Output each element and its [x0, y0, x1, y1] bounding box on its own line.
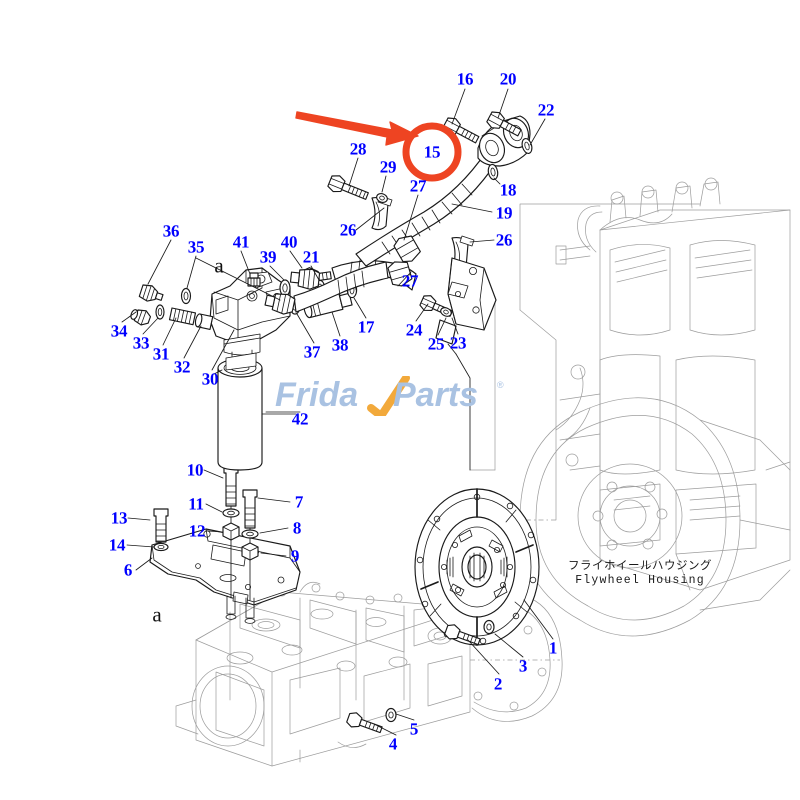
callout-number-31: 31 [152, 344, 170, 364]
highlight-arrow [295, 111, 419, 146]
clutch-disc-assembly [414, 488, 540, 646]
callout-number-20: 20 [499, 69, 517, 89]
transmission-bolt-washer [346, 707, 397, 734]
hose-assembly [264, 151, 499, 315]
callout-number-19: 19 [495, 203, 513, 223]
callout-number-21: 21 [302, 247, 320, 267]
callout-number-34: 34 [110, 321, 128, 341]
callout-number-9: 9 [290, 546, 300, 566]
callout-number-41: 41 [232, 232, 250, 252]
mounting-bracket [149, 528, 301, 606]
callout-number-12: 12 [188, 521, 206, 541]
callout-number-39: 39 [259, 247, 277, 267]
support-bracket-23 [419, 257, 497, 355]
callout-number-13: 13 [110, 508, 128, 528]
callout-number-25: 25 [427, 334, 445, 354]
caption-japanese: フライホイールハウジング [568, 560, 712, 573]
callout-number-11: 11 [188, 494, 204, 514]
reference-mark-a-lower: a [152, 602, 162, 627]
leader-lines [121, 88, 554, 736]
callout-number-2: 2 [493, 674, 503, 694]
callout-number-3: 3 [518, 656, 528, 676]
callout-number-14: 14 [108, 535, 126, 555]
callout-number-16: 16 [456, 69, 474, 89]
callout-number-27: 27 [401, 271, 419, 291]
callout-number-24: 24 [405, 320, 423, 340]
caption-english: Flywheel Housing [575, 574, 705, 587]
callout-number-26: 26 [339, 220, 357, 240]
callout-number-5: 5 [409, 719, 419, 739]
callout-number-29: 29 [379, 157, 397, 177]
callout-number-10: 10 [186, 460, 204, 480]
callout-number-33: 33 [132, 333, 150, 353]
callout-number-36: 36 [162, 221, 180, 241]
callout-number-7: 7 [294, 492, 304, 512]
clutch-bolt-washer [444, 619, 495, 646]
callout-number-37: 37 [303, 342, 321, 362]
highlight-circle [402, 122, 462, 182]
callout-number-18: 18 [499, 180, 517, 200]
callout-number-38: 38 [331, 335, 349, 355]
reference-mark-a-upper: a [214, 253, 224, 278]
flange-connector-head [442, 111, 533, 181]
callout-number-40: 40 [280, 232, 298, 252]
callout-number-32: 32 [173, 357, 191, 377]
callout-number-6: 6 [123, 560, 133, 580]
oil-filter-cartridge [217, 358, 297, 471]
callout-number-28: 28 [349, 139, 367, 159]
caption-flywheel-housing: フライホイールハウジング Flywheel Housing [568, 560, 712, 588]
callout-number-26: 26 [495, 230, 513, 250]
bolt-28-group [327, 175, 388, 203]
engine-ghost-outline [469, 177, 791, 637]
callout-number-30: 30 [201, 369, 219, 389]
callout-number-22: 22 [537, 100, 555, 120]
callout-number-1: 1 [548, 638, 558, 658]
left-fitting-group [130, 284, 214, 330]
callout-number-27: 27 [409, 176, 427, 196]
callout-number-4: 4 [388, 734, 398, 754]
callout-number-35: 35 [187, 237, 205, 257]
callout-number-42: 42 [291, 409, 309, 429]
callout-number-17: 17 [357, 317, 375, 337]
bracket-fastener-stack [153, 465, 259, 624]
callout-number-8: 8 [292, 518, 302, 538]
callout-number-23: 23 [449, 333, 467, 353]
callout-number-15: 15 [423, 142, 441, 162]
highlight-annotation [295, 111, 462, 182]
